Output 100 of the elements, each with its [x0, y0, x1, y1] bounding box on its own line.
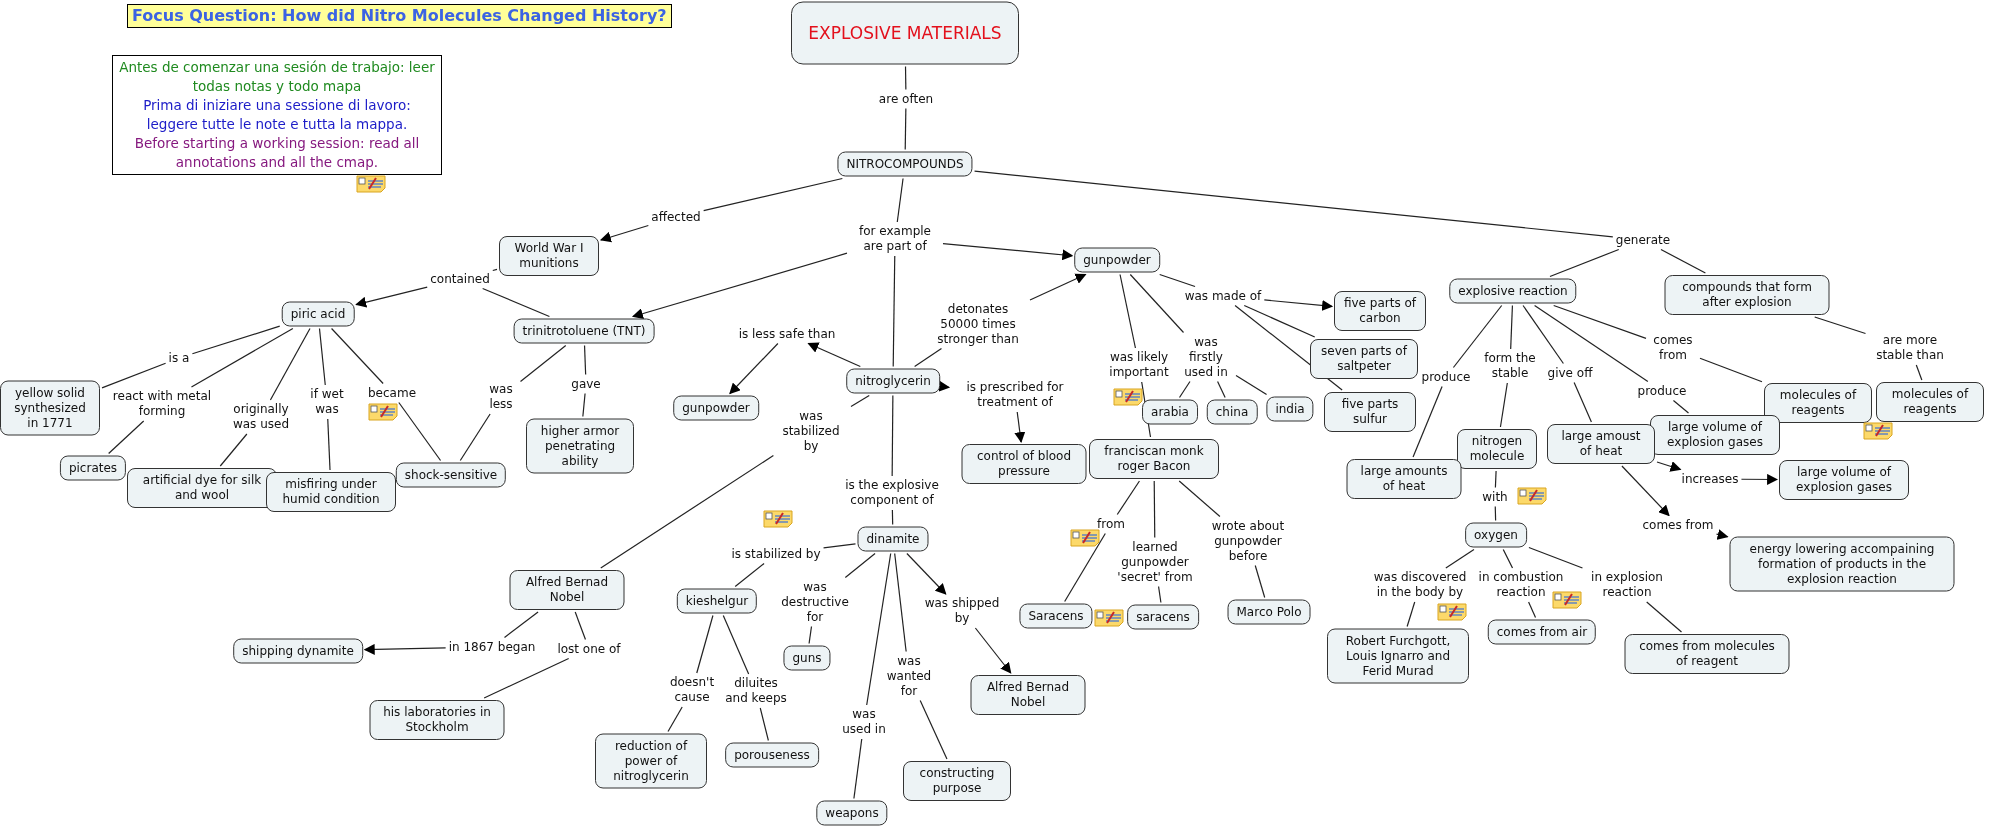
connector-line: [759, 707, 769, 742]
connector-line: [1116, 480, 1141, 516]
concept-box: five parts sulfur: [1324, 392, 1416, 432]
linking-phrase: produce: [1420, 369, 1472, 385]
connector-line: [1494, 505, 1497, 522]
arrow: [1715, 529, 1729, 540]
connector-line: [483, 657, 570, 699]
connector-line: [108, 420, 145, 455]
connector-line: [808, 625, 813, 645]
concept-box: piric acid: [281, 301, 355, 327]
connector-line: [891, 394, 894, 477]
concept-box: large amoust of heat: [1547, 424, 1655, 464]
concept-box: Alfred Bernad Nobel: [970, 675, 1086, 715]
concept-box: explosive reaction: [1449, 278, 1577, 304]
arrow: [1656, 461, 1682, 472]
connector-line: [327, 418, 331, 471]
connector-line: [1549, 248, 1620, 278]
connector-line: [190, 327, 294, 388]
concept-box: shipping dynamite: [233, 638, 363, 664]
connector-line: [1646, 601, 1683, 633]
linking-phrase: give off: [1546, 365, 1594, 381]
connector-line: [1243, 304, 1316, 338]
connector-line: [1153, 480, 1156, 539]
arrow: [938, 380, 951, 392]
arrow: [906, 552, 947, 595]
note-text: Prima di iniziare una sessione di lavoro: leggere tutte le note e tutta la mappa.: [142, 96, 412, 134]
connector-line: [1553, 304, 1647, 339]
connector-line: [703, 177, 843, 212]
concept-box: constructing purpose: [903, 761, 1011, 801]
concept-box: energy lowering accompaining formation of products in the explosion reaction: [1729, 536, 1955, 592]
concept-box: oxygen: [1465, 522, 1527, 548]
concept-box: franciscan monk roger Bacon: [1089, 439, 1219, 479]
concept-box: control of blood pressure: [961, 444, 1087, 484]
concept-box: gunpowder: [1074, 247, 1160, 273]
connector-line: [734, 562, 765, 588]
arrow: [1621, 465, 1670, 517]
concept-box: seven parts of saltpeter: [1310, 339, 1418, 379]
connector-line: [904, 107, 907, 151]
connector-line: [1159, 273, 1196, 288]
connector-line: [1573, 381, 1592, 423]
connector-line: [850, 394, 870, 408]
concept-box: artificial dye for silk and wool: [127, 468, 277, 508]
connector-line: [398, 401, 442, 462]
concept-box: comes from molecules of reagent: [1624, 634, 1790, 674]
connector-line: [191, 325, 281, 355]
concept-box: compounds that form after explosion: [1664, 275, 1830, 315]
connector-line: [582, 392, 586, 418]
connector-line: [894, 552, 907, 653]
concept-box: Saracens: [1019, 603, 1093, 629]
concept-box: dinamite: [857, 526, 929, 552]
connector-line: [1510, 304, 1513, 350]
concept-box: higher armor penetrating ability: [526, 418, 634, 474]
concept-box: his laboratories in Stockholm: [369, 700, 505, 740]
concept-box: misfiring under humid condition: [266, 472, 396, 512]
concept-box: shock-sensitive: [395, 462, 507, 488]
concept-box: five parts of carbon: [1334, 291, 1426, 331]
connector-line: [1445, 548, 1475, 569]
arrow: [1029, 273, 1087, 301]
note-box: [112, 55, 442, 175]
connector-line: [1494, 470, 1497, 489]
concept-box: trinitrotoluene (TNT): [513, 318, 655, 344]
connector-line: [459, 413, 491, 462]
connector-line: [1502, 548, 1514, 569]
connector-line: [1157, 585, 1162, 604]
arrow: [1263, 299, 1334, 311]
connector-line: [330, 327, 384, 385]
concept-box: gunpowder: [673, 395, 759, 421]
connector-line: [1814, 316, 1867, 335]
concept-box: picrates: [59, 455, 127, 481]
connector-line: [1217, 380, 1226, 399]
connector-line: [1522, 304, 1564, 365]
concept-box: india: [1266, 396, 1314, 422]
connector-line: [896, 177, 904, 223]
linking-phrase: in 1867 began: [447, 639, 537, 655]
connector-line: [1528, 546, 1584, 569]
connector-line: [1129, 273, 1185, 334]
concept-box: molecules of reagents: [1876, 382, 1984, 422]
connector-line: [914, 347, 943, 368]
connector-line: [574, 611, 587, 641]
connector-line: [583, 344, 587, 376]
concept-box: yellow solid synthesized in 1771: [0, 380, 100, 436]
connector-line: [600, 454, 774, 569]
connector-line: [1119, 273, 1137, 349]
connector-line: [696, 614, 714, 674]
concept-box: Marco Polo: [1227, 599, 1311, 625]
connector-line: [1452, 304, 1503, 369]
connector-line: [667, 706, 683, 733]
note-text: Before starting a working session: read all annotations and all the cmap.: [133, 134, 421, 172]
focus-question-title: Focus Question: How did Nitro Molecules Changed History?: [127, 4, 672, 28]
connector-line: [1660, 248, 1706, 274]
connector-line: [973, 170, 1614, 238]
arrow: [807, 342, 861, 368]
concept-box: reduction of power of nitroglycerin: [595, 733, 707, 789]
concept-box: World War I munitions: [499, 236, 599, 276]
arrow: [729, 342, 779, 395]
concept-box: Alfred Bernad Nobel: [509, 570, 625, 610]
concept-box: Robert Furchgott, Louis Ignarro and Ferid Murad: [1327, 628, 1469, 684]
concept-box: guns: [783, 645, 831, 671]
connector-line: [1528, 601, 1537, 619]
arrow: [1014, 411, 1026, 444]
